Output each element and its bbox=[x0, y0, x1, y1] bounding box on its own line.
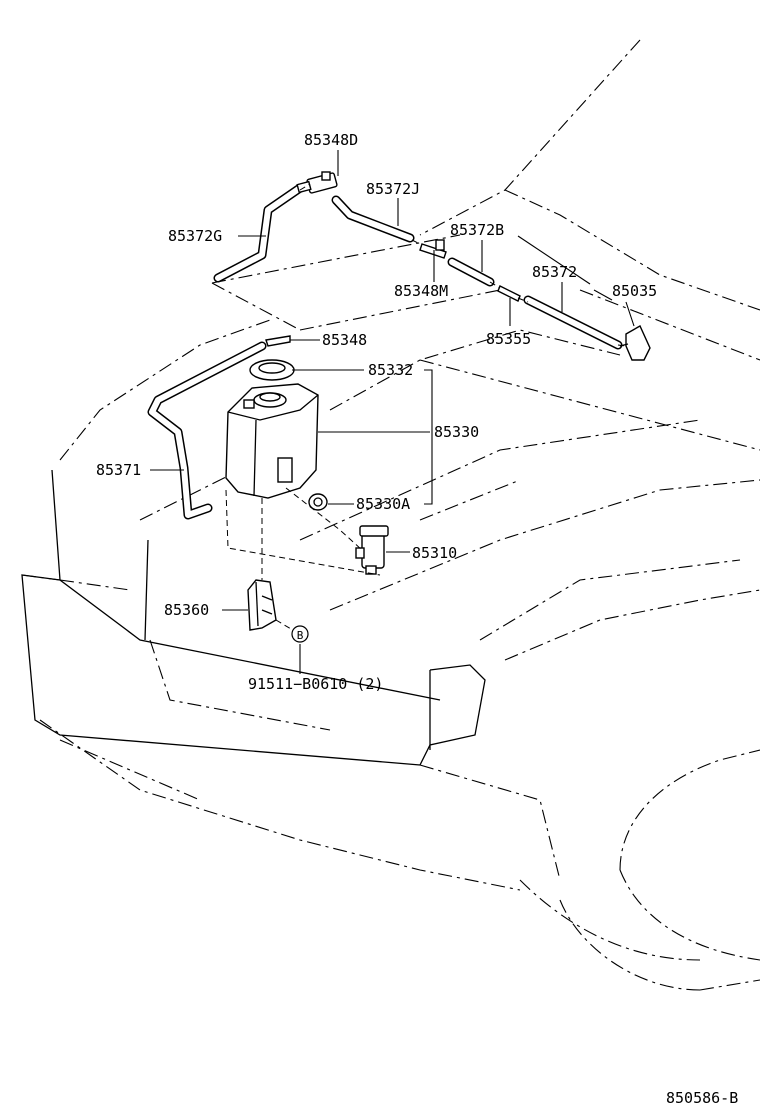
label-85348D: 85348D bbox=[304, 131, 358, 149]
connector-85355 bbox=[497, 285, 521, 302]
washer-tank-85330 bbox=[225, 383, 319, 499]
grommet-85330A bbox=[308, 493, 328, 511]
connector-85348M bbox=[419, 239, 447, 259]
label-85310: 85310 bbox=[412, 544, 457, 562]
hose-85372B bbox=[447, 257, 495, 287]
connector-85348D bbox=[296, 171, 338, 194]
label-85372B: 85372B bbox=[450, 221, 504, 239]
label-85372: 85372 bbox=[532, 263, 577, 281]
hose-85371 bbox=[147, 341, 267, 520]
label-85360: 85360 bbox=[164, 601, 209, 619]
label-85035: 85035 bbox=[612, 282, 657, 300]
label-85355: 85355 bbox=[486, 330, 531, 348]
diagram-id: 850586-B bbox=[666, 1089, 738, 1107]
label-85348M: 85348M bbox=[394, 282, 448, 300]
label-85330A: 85330A bbox=[356, 495, 410, 513]
hose-85372 bbox=[523, 295, 623, 350]
label-85372J: 85372J bbox=[366, 180, 420, 198]
label-85348: 85348 bbox=[322, 331, 367, 349]
label-bolt-91511: 91511−B0610 (2) bbox=[248, 675, 383, 693]
hose-85372J bbox=[331, 195, 415, 243]
connector-85348 bbox=[265, 335, 291, 347]
hose-85372G bbox=[213, 183, 305, 283]
label-85372G: 85372G bbox=[168, 227, 222, 245]
washer-nozzle-85035 bbox=[619, 325, 651, 361]
label-85332: 85332 bbox=[368, 361, 413, 379]
label-85330: 85330 bbox=[434, 423, 479, 441]
assembly-lines bbox=[225, 183, 627, 633]
washer-pump-85310 bbox=[355, 525, 389, 575]
cap-85332 bbox=[249, 359, 295, 381]
bracket-85360 bbox=[247, 579, 277, 631]
part-labels: 85348D 85372J 85372G 85372B 85372 85348M… bbox=[96, 131, 657, 693]
label-85371: 85371 bbox=[96, 461, 141, 479]
bolt-marker: B bbox=[291, 625, 309, 643]
leader-lines bbox=[150, 150, 635, 674]
bolt-marker-letter: B bbox=[297, 629, 304, 642]
